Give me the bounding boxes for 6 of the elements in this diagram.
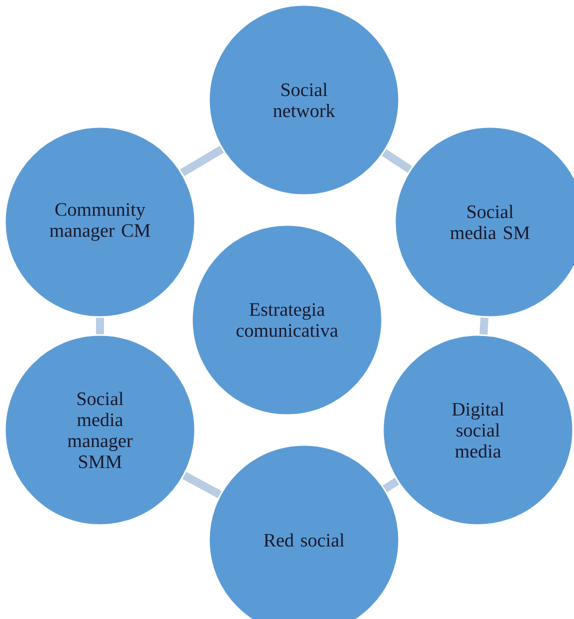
connector: [96, 318, 104, 334]
connector: [382, 478, 400, 492]
connector: [382, 149, 412, 173]
connector: [182, 472, 222, 498]
connector: [180, 146, 224, 176]
connector: [480, 317, 488, 335]
